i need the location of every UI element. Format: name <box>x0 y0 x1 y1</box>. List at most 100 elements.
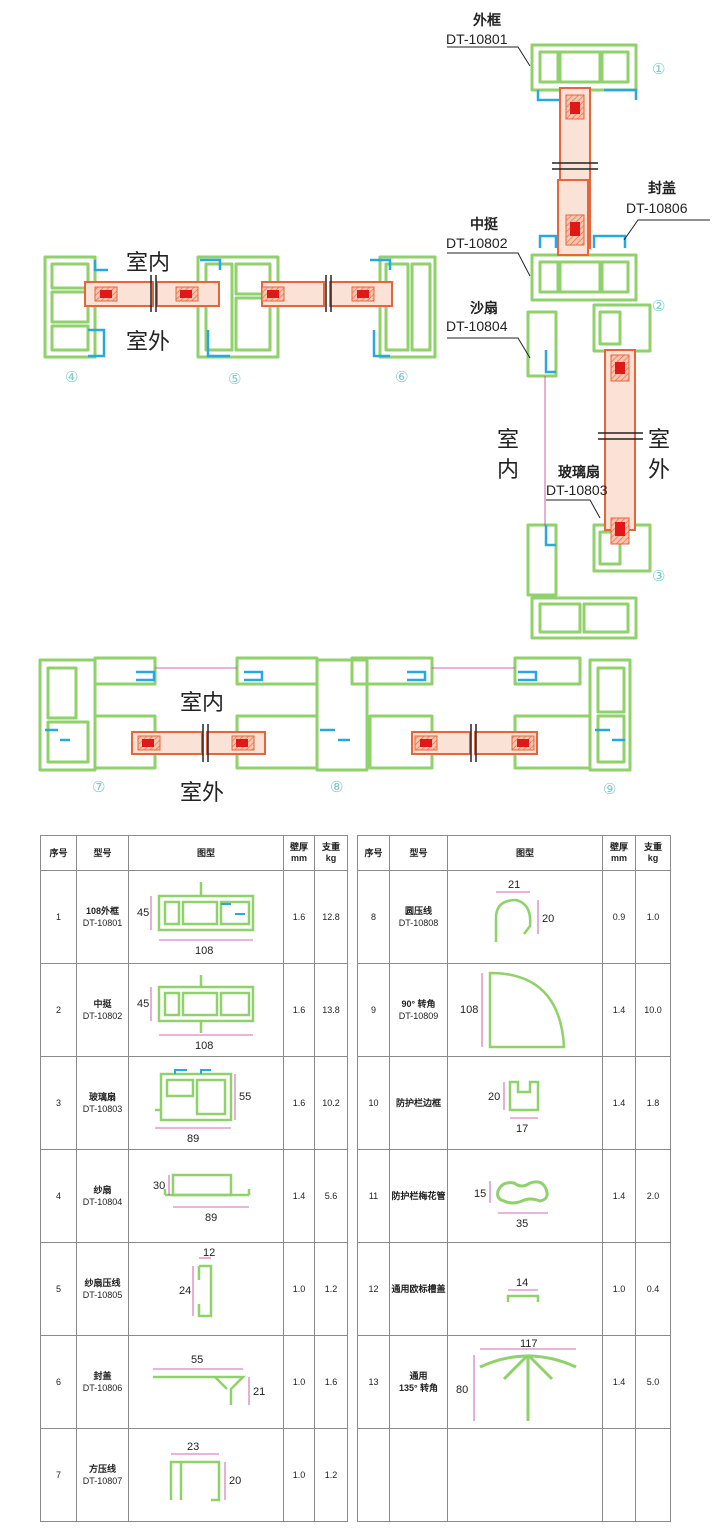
row-figure: 20 17 <box>447 1056 603 1150</box>
row-figure: 15 35 <box>447 1149 603 1243</box>
row-weight: 0.4 <box>635 1242 671 1336</box>
row-figure: 108 <box>447 963 603 1057</box>
glass-label-code: DT-10803 <box>546 482 608 498</box>
row-no: 12 <box>357 1242 390 1336</box>
profile-drawing <box>38 43 710 772</box>
outdoor-label-top: 室外 <box>126 330 171 355</box>
table-row: 11 防护栏梅花管 15 35 1.4 2.0 <box>357 1149 671 1243</box>
marker-8: ⑧ <box>330 778 344 796</box>
svg-text:45: 45 <box>137 907 149 919</box>
row-figure: 14 <box>447 1242 603 1336</box>
svg-text:20: 20 <box>542 913 554 925</box>
outdoor-label-vertical-2: 外 <box>648 458 671 483</box>
marker-6: ⑥ <box>395 368 409 386</box>
row-figure <box>447 1428 603 1522</box>
row-no: 13 <box>357 1335 390 1429</box>
row-figure: 30 89 <box>128 1149 284 1243</box>
row-figure: 117 80 <box>447 1335 603 1429</box>
row-weight: 2.0 <box>635 1149 671 1243</box>
row-weight: 10.2 <box>314 1056 348 1150</box>
cover-label-zh: 封盖 <box>648 181 676 197</box>
screen-label-code: DT-10804 <box>446 318 508 334</box>
indoor-label-bottom: 室内 <box>180 691 225 716</box>
svg-text:35: 35 <box>516 1218 528 1230</box>
indoor-label-vertical-2: 内 <box>497 458 520 483</box>
row-no: 2 <box>40 963 77 1057</box>
outdoor-label-bottom: 室外 <box>180 781 225 806</box>
row-no: 11 <box>357 1149 390 1243</box>
row-model: 防护栏边框 <box>389 1056 448 1150</box>
indoor-label-vertical-1: 室 <box>497 428 520 453</box>
mullion-label-code: DT-10802 <box>446 235 508 251</box>
svg-text:14: 14 <box>516 1277 528 1289</box>
row-no: 9 <box>357 963 390 1057</box>
row-wall: 1.6 <box>283 1056 315 1150</box>
marker-3: ③ <box>652 567 666 585</box>
row-weight: 13.8 <box>314 963 348 1057</box>
marker-4: ④ <box>65 368 79 386</box>
marker-1: ① <box>652 60 666 78</box>
row-no: 10 <box>357 1056 390 1150</box>
svg-text:89: 89 <box>187 1133 199 1145</box>
marker-5: ⑤ <box>228 370 242 388</box>
row-wall: 1.4 <box>602 1056 636 1150</box>
marker-7: ⑦ <box>92 778 106 796</box>
row-weight: 10.0 <box>635 963 671 1057</box>
row-weight: 1.8 <box>635 1056 671 1150</box>
outdoor-label-vertical-1: 室 <box>648 428 671 453</box>
row-weight: 1.2 <box>314 1428 348 1522</box>
profile-diagram: 外框 DT-10801 中挺 DT-10802 沙扇 DT-10804 封盖 D… <box>38 13 710 806</box>
table-row: 10 防护栏边框 20 17 1.4 1.8 <box>357 1056 671 1150</box>
row-figure: 45 108 <box>128 870 284 964</box>
svg-text:24: 24 <box>179 1285 191 1297</box>
header-no: 序号 <box>357 835 390 871</box>
header-figure: 图型 <box>128 835 284 871</box>
row-weight: 5.6 <box>314 1149 348 1243</box>
row-figure: 55 21 <box>128 1335 284 1429</box>
row-no: 7 <box>40 1428 77 1522</box>
indoor-label-top: 室内 <box>126 251 171 276</box>
row-figure: 21 20 <box>447 870 603 964</box>
mullion-label-zh: 中挺 <box>470 217 498 233</box>
row-wall <box>602 1428 636 1522</box>
row-wall: 1.0 <box>283 1242 315 1336</box>
svg-text:15: 15 <box>474 1188 486 1200</box>
row-wall: 1.6 <box>283 963 315 1057</box>
row-wall: 1.0 <box>283 1335 315 1429</box>
table-row: 12 通用欧标槽盖 14 1.0 0.4 <box>357 1242 671 1336</box>
header-no: 序号 <box>40 835 77 871</box>
row-wall: 1.4 <box>602 1149 636 1243</box>
row-figure: 55 89 <box>128 1056 284 1150</box>
frame-label-code: DT-10801 <box>446 31 508 47</box>
svg-text:89: 89 <box>205 1212 217 1224</box>
svg-text:30: 30 <box>153 1180 165 1192</box>
row-weight: 1.6 <box>314 1335 348 1429</box>
marker-2: ② <box>652 297 666 315</box>
svg-text:108: 108 <box>460 1004 478 1016</box>
row-model: 防护栏梅花管 <box>389 1149 448 1243</box>
header-model: 型号 <box>389 835 448 871</box>
svg-text:20: 20 <box>229 1475 241 1487</box>
svg-text:17: 17 <box>516 1123 528 1135</box>
row-no: 8 <box>357 870 390 964</box>
svg-text:117: 117 <box>520 1339 538 1350</box>
